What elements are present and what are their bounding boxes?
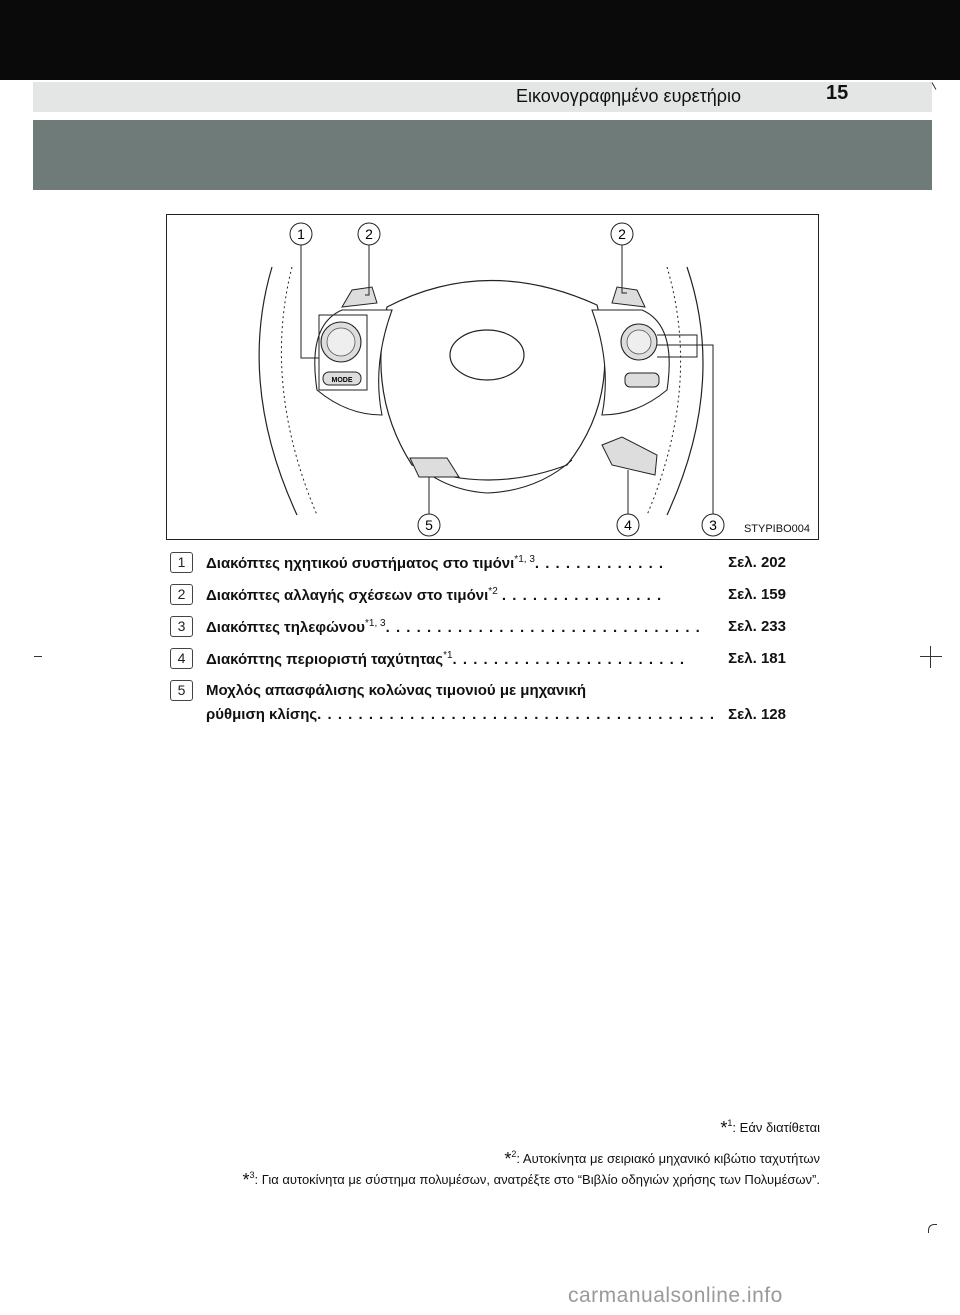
item-title: Διακόπτες ηχητικού συστήματος στο τιμόνι xyxy=(206,555,515,572)
dot-leader: . . . . . . . . . . . . . . . . . . . . … xyxy=(452,651,686,668)
item-text: Διακόπτες τηλεφώνου*1, 3. . . . . . . . … xyxy=(206,618,786,636)
item-footnote-mark: *1, 3 xyxy=(514,554,535,565)
item-text: Διακόπτες ηχητικού συστήματος στο τιμόνι… xyxy=(206,554,786,572)
top-black-bar xyxy=(0,0,960,80)
figure-code: STYPIBO004 xyxy=(743,523,810,535)
item-text: Διακόπτες αλλαγής σχέσεων στο τιμόνι*2 .… xyxy=(206,586,786,604)
callout-2a-circle xyxy=(357,222,381,246)
dot-leader: . . . . . . . . . . . . . . . . . . . . … xyxy=(385,619,701,636)
item-number-badge: 4 xyxy=(170,648,193,669)
callout-3-circle xyxy=(701,513,725,537)
callout-5-circle xyxy=(417,513,441,537)
footnote-3: *3: Για αυτοκίνητα με σύστημα πολυμέσων,… xyxy=(242,1170,821,1190)
section-banner xyxy=(33,120,932,190)
page-reference-link[interactable]: Σελ. 233 xyxy=(728,618,786,635)
header-strip xyxy=(33,82,932,112)
page-reference-link[interactable]: Σελ. 202 xyxy=(728,554,786,571)
list-item: 2 Διακόπτες αλλαγής σχέσεων στο τιμόνι*2… xyxy=(170,584,786,616)
callout-1: 1 xyxy=(297,226,305,242)
item-title-continued: ρύθμιση κλίσης xyxy=(206,706,318,723)
page-reference-link[interactable]: Σελ. 181 xyxy=(728,650,786,667)
crop-mark-right-vertical xyxy=(930,646,931,668)
crop-mark-right xyxy=(920,656,942,657)
crop-mark-bottom-right xyxy=(928,1224,937,1233)
callout-4: 4 xyxy=(624,517,632,533)
dot-leader: . . . . . . . . . . . . . . . . . . . . … xyxy=(317,706,716,723)
item-number-badge: 2 xyxy=(170,584,193,605)
item-list: 1 Διακόπτες ηχητικού συστήματος στο τιμό… xyxy=(170,552,786,736)
list-item: 5 Μοχλός απασφάλισης κολώνας τιμονιού με… xyxy=(170,680,786,736)
item-title: Διακόπτες τηλεφώνου xyxy=(206,619,366,636)
callout-5: 5 xyxy=(425,517,433,533)
callout-3: 3 xyxy=(709,517,717,533)
footnote-1: *1: Εάν διατίθεται xyxy=(720,1118,820,1138)
item-title: Μοχλός απασφάλισης κολώνας τιμονιού με μ… xyxy=(206,682,586,699)
item-text: Διακόπτης περιοριστή ταχύτητας*1. . . . … xyxy=(206,650,786,668)
item-number-badge: 1 xyxy=(170,552,193,573)
item-footnote-mark: *2 xyxy=(488,586,498,597)
steering-wheel-illustration: MODE 1 2 2 3 4 5 xyxy=(166,214,819,540)
item-title: Διακόπτες αλλαγής σχέσεων στο τιμόνι xyxy=(206,587,489,604)
item-title: Διακόπτης περιοριστή ταχύτητας xyxy=(206,651,444,668)
footnote-2: *2: Αυτοκίνητα με σειριακό μηχανικό κιβώ… xyxy=(504,1149,820,1169)
dot-leader: . . . . . . . . . . . . . . . . xyxy=(501,587,663,604)
callout-2b-circle xyxy=(610,222,634,246)
callout-1-circle xyxy=(289,222,313,246)
footnote-3-wrap: *3: Για αυτοκίνητα με σύστημα πολυμέσων,… xyxy=(243,1162,821,1193)
page-reference-link[interactable]: Σελ. 159 xyxy=(728,586,786,603)
item-number-badge: 3 xyxy=(170,616,193,637)
callout-2a: 2 xyxy=(365,226,373,242)
footnotes: *1: Εάν διατίθεται *2: Αυτοκίνητα με σει… xyxy=(504,1110,820,1172)
dot-leader: . . . . . . . . . . . . . xyxy=(534,555,665,572)
section-title: Εικονογραφημένο ευρετήριο xyxy=(516,86,742,106)
mode-button-label: MODE xyxy=(332,377,353,384)
item-footnote-mark: *1, 3 xyxy=(365,618,386,629)
crop-mark-left xyxy=(34,656,42,657)
list-item: 4 Διακόπτης περιοριστή ταχύτητας*1. . . … xyxy=(170,648,786,680)
page-number: 15 xyxy=(826,82,849,104)
callout-2b: 2 xyxy=(618,226,626,242)
steering-wheel-drawing: MODE 1 2 2 3 4 5 xyxy=(258,222,725,537)
watermark: carmanualsonline.info xyxy=(568,1284,783,1307)
callout-4-circle xyxy=(616,513,640,537)
list-item: 1 Διακόπτες ηχητικού συστήματος στο τιμό… xyxy=(170,552,786,584)
item-number-badge: 5 xyxy=(170,680,193,701)
page-reference-link[interactable]: Σελ. 128 xyxy=(728,706,786,723)
item-footnote-mark: *1 xyxy=(443,650,453,661)
list-item: 3 Διακόπτες τηλεφώνου*1, 3. . . . . . . … xyxy=(170,616,786,648)
item-text-second-line: ρύθμιση κλίσης. . . . . . . . . . . . . … xyxy=(206,706,786,723)
